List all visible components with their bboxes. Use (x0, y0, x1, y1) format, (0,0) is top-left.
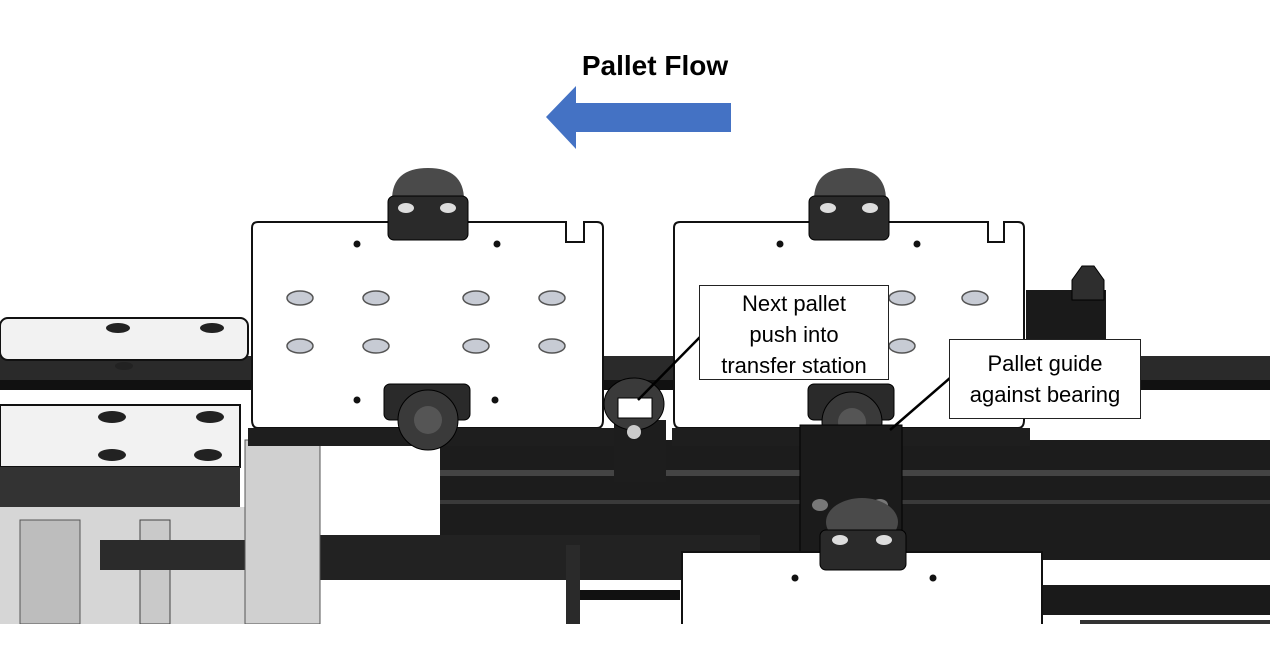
flow-arrow (546, 86, 731, 149)
bearing-top-left (387, 168, 469, 241)
pallet-left-holes (286, 290, 566, 354)
leader-line-1 (637, 336, 701, 401)
callout-line: Pallet guide (987, 351, 1103, 376)
left-upper-plate (0, 317, 249, 361)
bearing-bottom-left (383, 383, 471, 451)
callout-line: against bearing (969, 382, 1121, 407)
callout-line: transfer station (721, 353, 867, 378)
callout-pallet-guide: Pallet guide against bearing (949, 339, 1141, 419)
callout-line: Next pallet (742, 291, 846, 316)
bearing-top-right (808, 168, 890, 241)
callout-line: push into (749, 322, 839, 347)
callout-next-pallet: Next pallet push into transfer station (699, 285, 889, 380)
bearing-bottom-pallet (819, 498, 907, 571)
pallet-left (251, 221, 604, 429)
pallet-flow-title: Pallet Flow (581, 50, 729, 81)
leader-line-2 (889, 377, 951, 431)
transfer-pusher (603, 377, 666, 482)
